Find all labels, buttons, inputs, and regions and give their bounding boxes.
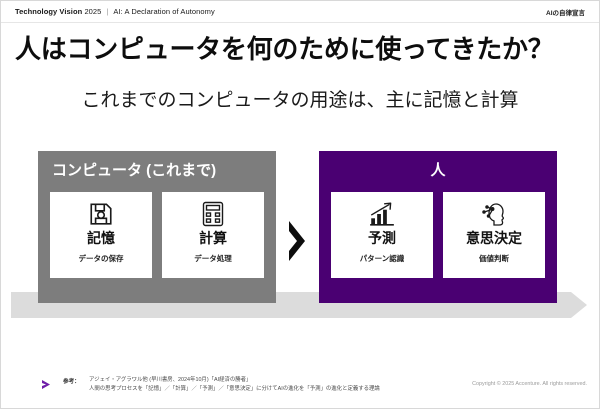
page-title: 人はコンピュータを何のために使ってきたか？ <box>15 34 554 64</box>
panel-computer: コンピュータ (これまで) 記憶 データの保存 <box>38 151 276 303</box>
panel-computer-title: コンピュータ (これまで) <box>52 162 217 179</box>
slide-header: Technology Vision 2025 | AI: A Declarati… <box>1 1 599 23</box>
slide-footer: 参考： アジェイ・アグラワル他 (早川書房、2024年10月)「AI経済の勝者」… <box>1 372 599 400</box>
card-calculation[interactable]: 計算 データ処理 <box>162 192 264 278</box>
floppy-disk-icon <box>88 199 114 229</box>
header-brand-name: Technology Vision <box>15 7 83 16</box>
panel-human-cards: 予測 パターン認識 意思決定 価値判断 <box>331 192 545 278</box>
card-decision-sub: 価値判断 <box>479 254 509 263</box>
calculator-icon <box>201 199 225 229</box>
panel-computer-cards: 記憶 データの保存 計算 データ処理 <box>50 192 264 278</box>
header-tagline: AI: A Declaration of Autonomy <box>113 7 215 16</box>
page-subtitle: これまでのコンピュータの用途は、主に記憶と計算 <box>81 90 519 111</box>
footer-reference-line-2: 人間の思考プロセスを「記憶」／「計算」／「予測」／「意思決定」に分けてAIの進化… <box>89 386 380 393</box>
footer-chevron-right-icon <box>41 377 55 389</box>
chevron-right-icon <box>287 219 309 263</box>
bar-chart-trend-icon <box>368 199 396 229</box>
panel-human-title: 人 <box>430 162 446 179</box>
card-prediction-label: 予測 <box>368 230 396 246</box>
footer-reference-label: 参考： <box>63 379 80 385</box>
card-memory-sub: データの保存 <box>78 254 124 263</box>
card-memory-label: 記憶 <box>87 230 115 246</box>
card-memory[interactable]: 記憶 データの保存 <box>50 192 152 278</box>
footer-reference-text: アジェイ・アグラワル他 (早川書房、2024年10月)「AI経済の勝者」 人間の… <box>89 376 380 394</box>
card-prediction[interactable]: 予測 パターン認識 <box>331 192 433 278</box>
header-brand: Technology Vision 2025 | AI: A Declarati… <box>15 7 215 16</box>
ai-head-icon <box>479 199 509 229</box>
card-prediction-sub: パターン認識 <box>359 254 405 263</box>
card-calculation-label: 計算 <box>199 230 227 246</box>
header-right-label: AIの自律宣言 <box>546 9 585 17</box>
footer-copyright: Copyright © 2025 Accenture. All rights r… <box>472 381 587 387</box>
header-brand-year: 2025 <box>84 7 102 16</box>
footer-reference-line-1: アジェイ・アグラワル他 (早川書房、2024年10月)「AI経済の勝者」 <box>89 377 252 383</box>
card-decision-label: 意思決定 <box>466 230 522 246</box>
panel-human: 人 予測 パターン認識 <box>319 151 557 303</box>
header-separator: | <box>106 7 109 16</box>
card-calculation-sub: データ処理 <box>194 254 232 263</box>
card-decision[interactable]: 意思決定 価値判断 <box>443 192 545 278</box>
